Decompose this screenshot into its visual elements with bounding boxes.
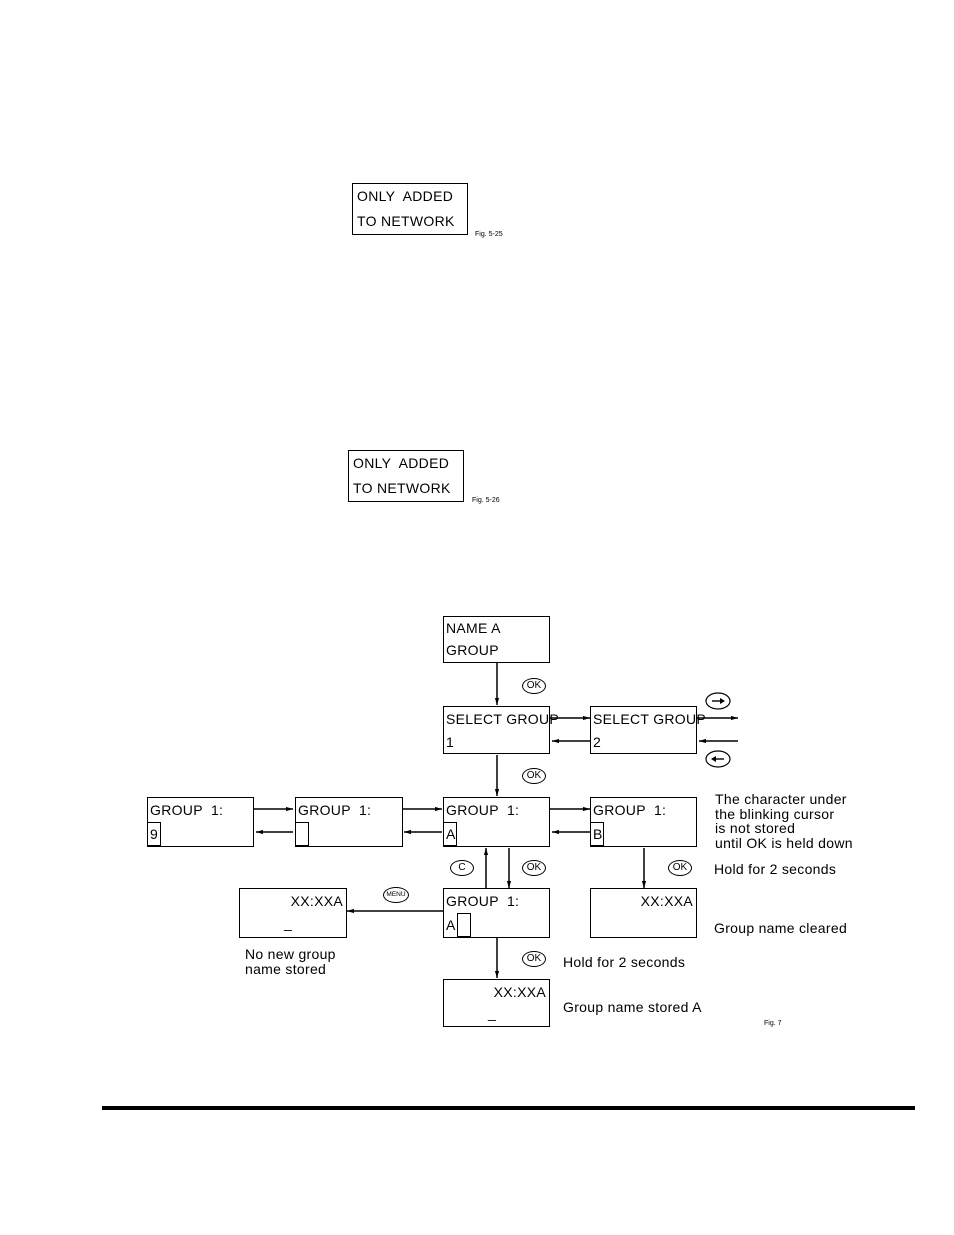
fig-label-5-26: Fig. 5-26 [472, 497, 500, 504]
ok-button-icon: OK [522, 768, 546, 784]
note-hold-2-seconds-clear: Hold for 2 seconds [714, 861, 837, 877]
lcd-line1: XX:XXA [290, 893, 343, 909]
lcd-line1: XX:XXA [640, 893, 693, 909]
lcd-line2: _ [284, 915, 293, 931]
cursor-box [457, 913, 471, 937]
footer-rule [102, 1106, 915, 1110]
lcd-line1: GROUP 1: [150, 802, 224, 818]
cursor-box [590, 822, 604, 846]
lcd-group-1-char-9: GROUP 1: 9 [147, 797, 254, 847]
lcd-line2: _ [488, 1005, 497, 1021]
cursor-box [443, 822, 457, 846]
lcd-line1: GROUP 1: [446, 802, 520, 818]
ok-button-icon: OK [522, 860, 546, 876]
lcd-line1: GROUP 1: [446, 893, 520, 909]
lcd-line1: XX:XXA [493, 984, 546, 1000]
arrow-right-button-icon [705, 692, 731, 710]
cursor-box [147, 822, 161, 846]
lcd-clock-stored: XX:XXA _ [443, 979, 550, 1027]
note-hold-2-seconds-store: Hold for 2 seconds [563, 954, 686, 970]
lcd-line1: SELECT GROUP [593, 711, 707, 727]
fig-label-7: Fig. 7 [764, 1020, 782, 1027]
note-cursor-not-stored: The character under the blinking cursor … [715, 791, 853, 851]
arrow-left-button-icon [705, 750, 731, 768]
c-button-icon: C [450, 860, 474, 876]
lcd-line2: 9 [150, 826, 159, 842]
lcd-line2: TO NETWORK [357, 213, 455, 229]
lcd-group-1-char-a-next: GROUP 1: A [443, 888, 550, 938]
lcd-clock-no-change: XX:XXA _ [239, 888, 347, 938]
lcd-name-a-group: NAME A GROUP [443, 616, 550, 663]
lcd-line2: A [446, 826, 456, 842]
ok-button-icon: OK [522, 678, 546, 694]
note-group-name-stored: Group name stored A [563, 999, 702, 1015]
lcd-line2: 1 [446, 734, 455, 750]
lcd-clock-cleared: XX:XXA [590, 888, 697, 938]
lcd-line1: ONLY ADDED [353, 455, 450, 471]
fig-label-5-25: Fig. 5-25 [475, 231, 503, 238]
lcd-line2: B [593, 826, 603, 842]
lcd-group-1-char-b: GROUP 1: B [590, 797, 697, 847]
lcd-only-added-2: ONLY ADDED TO NETWORK [348, 450, 464, 502]
lcd-line1: ONLY ADDED [357, 188, 454, 204]
cursor-box [295, 822, 309, 846]
lcd-line1: GROUP 1: [593, 802, 667, 818]
lcd-group-1-char-a: GROUP 1: A [443, 797, 550, 847]
lcd-line2: TO NETWORK [353, 480, 451, 496]
lcd-line1: SELECT GROUP [446, 711, 560, 727]
ok-button-icon: OK [668, 860, 692, 876]
lcd-only-added-1: ONLY ADDED TO NETWORK [352, 183, 468, 235]
ok-button-icon: OK [522, 951, 546, 967]
lcd-select-group-2: SELECT GROUP 2 [590, 706, 706, 754]
lcd-line2: A [446, 917, 456, 933]
lcd-select-group-1: SELECT GROUP 1 [443, 706, 559, 754]
lcd-group-1-blank: GROUP 1: [295, 797, 403, 847]
lcd-line1: GROUP 1: [298, 802, 372, 818]
note-group-name-cleared: Group name cleared [714, 920, 848, 936]
lcd-line2: 2 [593, 734, 602, 750]
lcd-line1: NAME A [446, 620, 501, 636]
note-no-new-group-name: No new group name stored [245, 946, 336, 977]
lcd-line2: GROUP [446, 642, 499, 658]
menu-button-icon: MENU [383, 887, 409, 903]
